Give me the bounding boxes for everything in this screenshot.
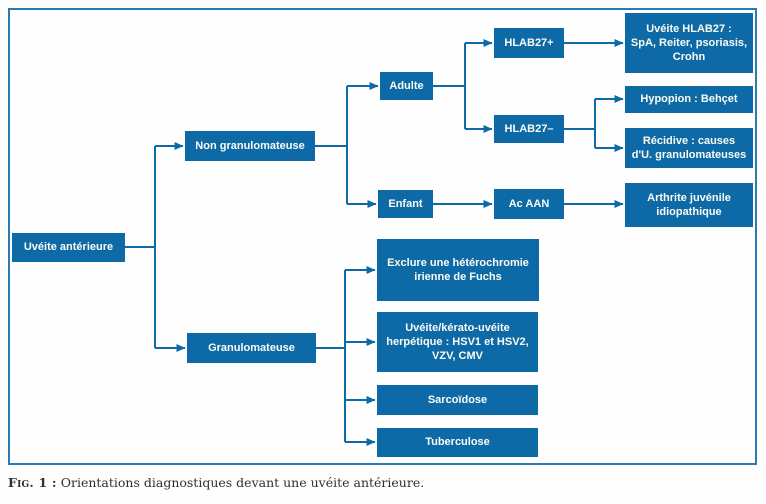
- node-adulte: Adulte: [380, 72, 433, 100]
- node-non-granulomateuse: Non granulomateuse: [185, 131, 315, 161]
- node-arthrite-juvenile: Arthrite juvénile idiopathique: [625, 183, 753, 227]
- figure-caption-label: Fig. 1 :: [8, 475, 57, 490]
- node-granulomateuse: Granulomateuse: [187, 333, 316, 363]
- figure-caption-text: Orientations diagnostiques devant une uv…: [60, 475, 425, 490]
- node-uveite-hlab27: Uvéite HLAB27 : SpA, Reiter, psoriasis, …: [625, 13, 753, 73]
- node-heterochromie-fuchs: Exclure une hétérochromie irienne de Fuc…: [377, 239, 539, 301]
- node-uveite-anterieure: Uvéite antérieure: [12, 233, 125, 262]
- figure-frame: [8, 8, 757, 465]
- node-tuberculose: Tuberculose: [377, 428, 538, 457]
- figure-caption: Fig. 1 : Orientations diagnostiques deva…: [8, 475, 758, 490]
- node-recidive-granulomateuses: Récidive : causes d'U. granulomateuses: [625, 128, 753, 168]
- node-uveite-herpetique: Uvéite/kérato-uvéite herpétique : HSV1 e…: [377, 312, 538, 372]
- node-enfant: Enfant: [378, 190, 433, 218]
- node-hlab27-negatif: HLAB27–: [494, 115, 564, 143]
- node-sarcoidose: Sarcoïdose: [377, 385, 538, 415]
- node-hlab27-positif: HLAB27+: [494, 28, 564, 58]
- node-ac-aan: Ac AAN: [494, 189, 564, 219]
- node-hypopion-behcet: Hypopion : Behçet: [625, 86, 753, 113]
